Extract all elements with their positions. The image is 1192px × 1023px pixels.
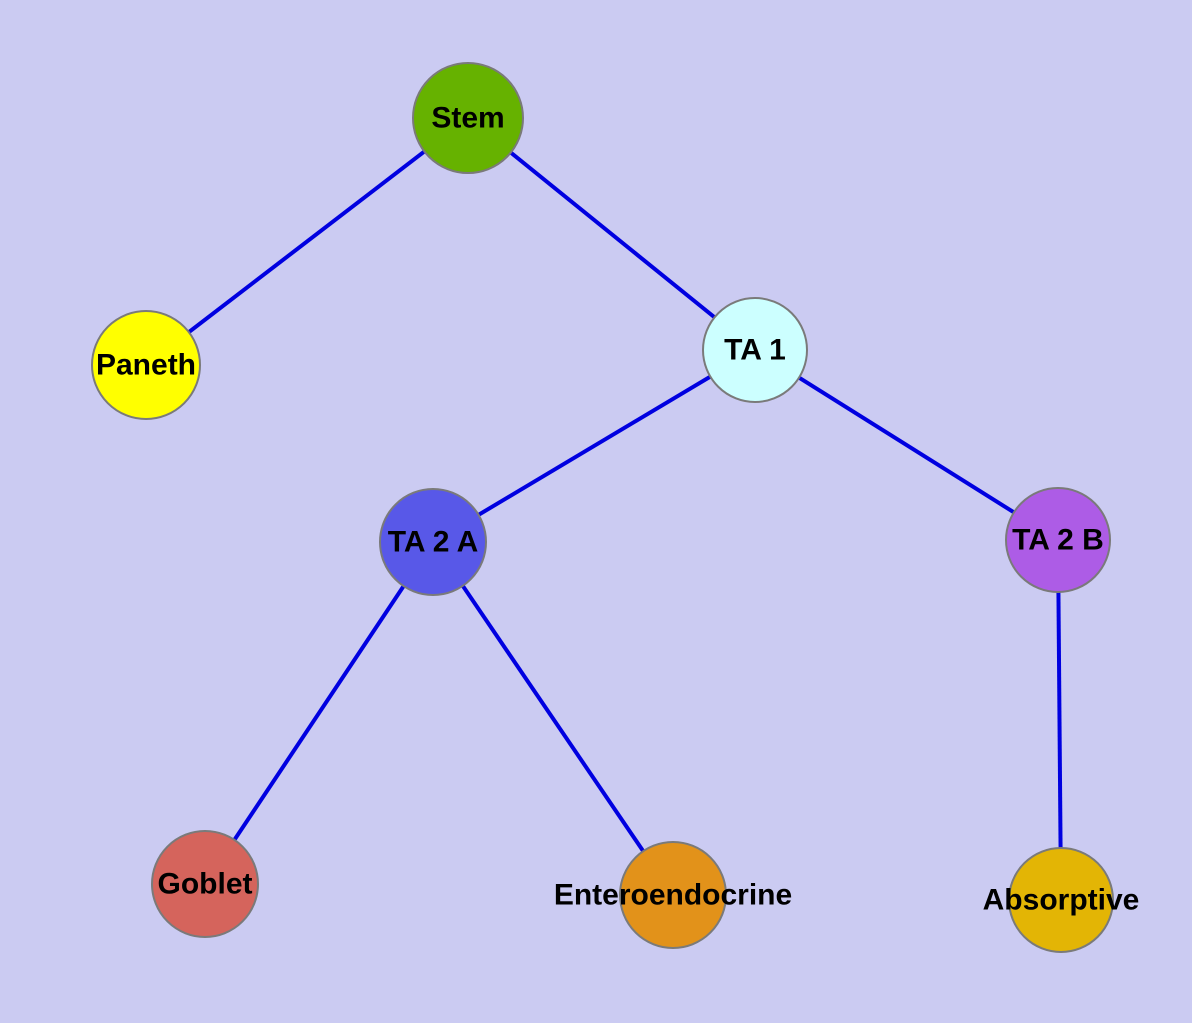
edge-ta2a-goblet[interactable] xyxy=(203,540,435,886)
edges-layer xyxy=(144,116,1063,901)
node-circle-ta2a[interactable] xyxy=(379,488,487,596)
node-circle-ta2b[interactable] xyxy=(1005,487,1111,593)
node-circle-ta1[interactable] xyxy=(702,297,808,403)
edge-ta2b-absorptive[interactable] xyxy=(1056,539,1063,901)
edge-ta2a-enteroendocrine[interactable] xyxy=(431,540,675,897)
edge-ta1-ta2b[interactable] xyxy=(753,348,1060,542)
node-ta2a[interactable]: TA 2 A xyxy=(379,488,487,596)
node-ta1[interactable]: TA 1 xyxy=(702,297,808,403)
node-stem[interactable]: Stem xyxy=(412,62,524,174)
node-paneth[interactable]: Paneth xyxy=(91,310,201,420)
edge-stem-paneth[interactable] xyxy=(144,116,470,367)
node-circle-paneth[interactable] xyxy=(91,310,201,420)
edge-ta1-ta2a[interactable] xyxy=(431,348,757,544)
node-ta2b[interactable]: TA 2 B xyxy=(1005,487,1111,593)
node-circle-goblet[interactable] xyxy=(151,830,259,938)
node-goblet[interactable]: Goblet xyxy=(151,830,259,938)
node-circle-absorptive[interactable] xyxy=(1008,847,1114,953)
node-circle-enteroendocrine[interactable] xyxy=(619,841,727,949)
node-circle-stem[interactable] xyxy=(412,62,524,174)
edge-stem-ta1[interactable] xyxy=(466,116,757,352)
